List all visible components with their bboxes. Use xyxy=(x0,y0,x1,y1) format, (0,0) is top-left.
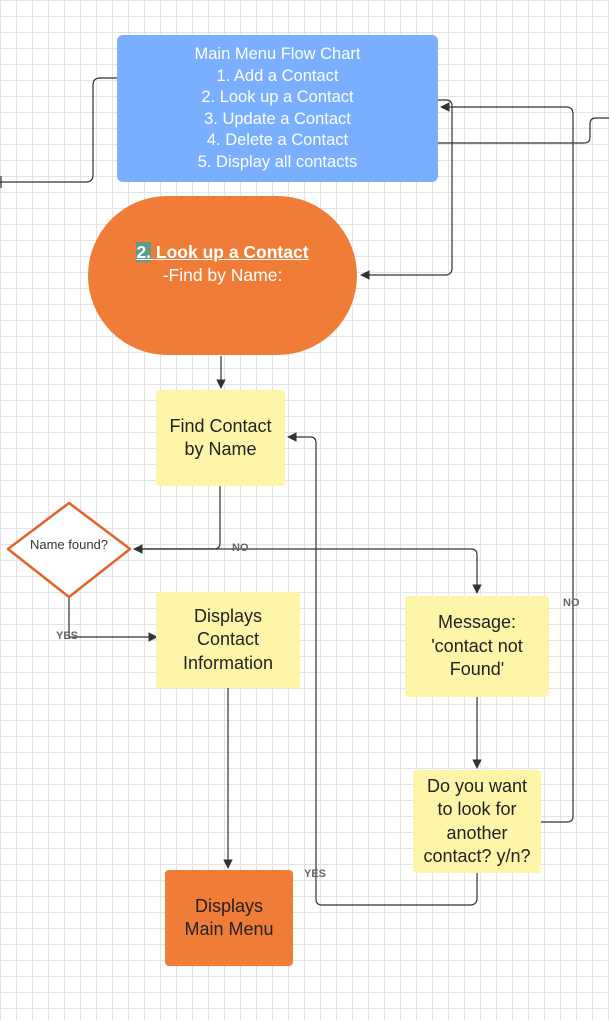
edge-decision-no xyxy=(134,548,482,594)
menu-item-lookup: 2. Look up a Contact xyxy=(201,88,354,106)
menu-item-add: 1. Add a Contact xyxy=(216,66,339,85)
decision-diamond xyxy=(6,501,132,599)
label-yes-found: YES xyxy=(56,630,79,642)
find-contact-box: Find Contact by Name xyxy=(156,390,285,486)
lookup-title: 2. Look up a Contact xyxy=(136,241,309,264)
message-line3: Found' xyxy=(449,659,505,680)
ask-again-line4: contact? y/n? xyxy=(423,846,531,866)
main-menu-terminal: Displays Main Menu xyxy=(165,870,293,966)
displays-contact-line1: Displays xyxy=(193,605,263,626)
edge-menu-to-lookup xyxy=(355,99,453,280)
menu-item-update: 3. Update a Contact xyxy=(204,109,351,128)
ask-again-line2: to look for xyxy=(437,799,517,819)
find-contact-line2: by Name xyxy=(184,439,257,459)
message-line2: 'contact not xyxy=(431,635,523,656)
edge-decision-yes xyxy=(68,597,158,642)
menu-item-display-all: 5. Display all contacts xyxy=(197,152,358,171)
lookup-number: 2. xyxy=(136,242,152,262)
displays-contact-box: Displays Contact Information xyxy=(156,592,300,688)
message-line1: Message: xyxy=(437,612,517,633)
edge-delete-contact-offpage xyxy=(376,117,609,144)
lookup-terminator: 2. Look up a Contact -Find by Name: xyxy=(88,196,357,355)
label-no-found: NO xyxy=(232,542,249,554)
main-menu-line1: Displays xyxy=(194,895,264,916)
label-no-again: NO xyxy=(563,597,580,609)
edge-add-contact-offpage xyxy=(0,77,212,183)
main-menu-box: Main Menu Flow Chart 1. Add a Contact 2.… xyxy=(117,35,438,182)
menu-title: Main Menu Flow Chart xyxy=(194,45,361,63)
main-menu-line2: Main Menu xyxy=(184,919,274,939)
lookup-subtitle: -Find by Name: xyxy=(162,265,283,285)
edge-ask-again-no xyxy=(440,102,574,823)
ask-again-line1: Do you want xyxy=(426,775,528,796)
label-yes-again: YES xyxy=(304,868,327,880)
decision-label: Name found? xyxy=(29,537,109,552)
ask-again-box: Do you want to look for another contact?… xyxy=(413,770,541,873)
displays-contact-line2: Contact xyxy=(196,629,260,650)
displays-contact-line3: Information xyxy=(182,652,274,673)
ask-again-line3: another xyxy=(446,822,508,843)
edge-find-to-decision xyxy=(133,486,221,554)
message-box: Message: 'contact not Found' xyxy=(405,596,549,697)
edge-ask-again-yes xyxy=(287,432,478,906)
menu-item-delete: 4. Delete a Contact xyxy=(206,131,349,149)
lookup-title-text: Look up a Contact xyxy=(151,242,309,262)
find-contact-line1: Find Contact xyxy=(169,415,272,436)
